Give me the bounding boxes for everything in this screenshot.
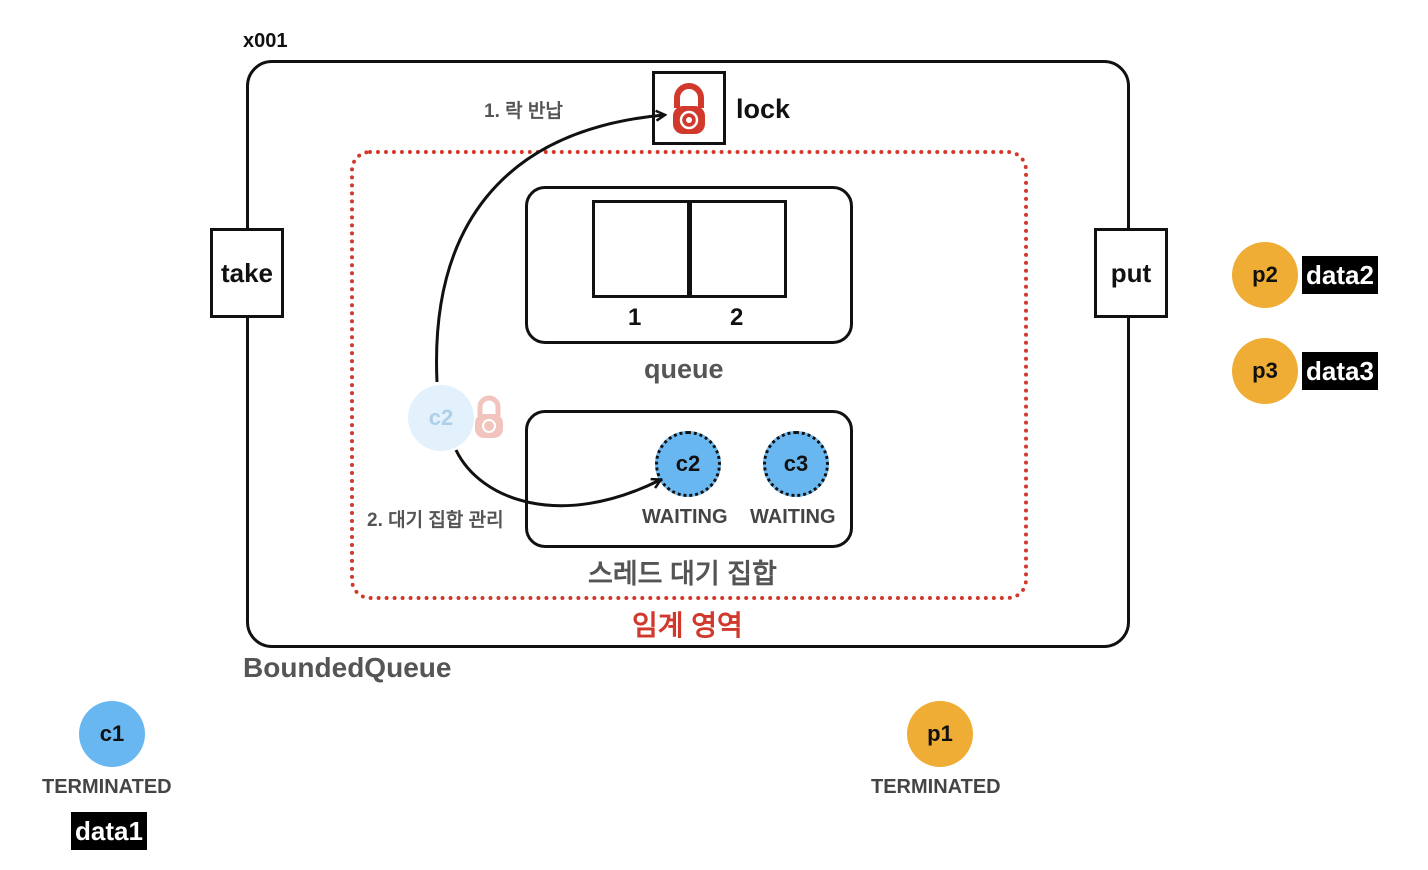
thread-c1: c1 [79,701,145,767]
thread-c2-transition: c2 [408,385,474,451]
critical-section-area [350,150,1028,600]
thread-state-label: TERMINATED [871,776,1001,798]
step-1-label: 1. 락 반납 [484,101,563,122]
put-method: put [1094,228,1168,318]
critical-section-label: 임계 영역 [632,610,743,641]
thread-p1: p1 [907,701,973,767]
thread-c3-waiting: c3 [763,431,829,497]
data-tag: data1 [71,812,147,850]
thread-p2: p2 [1232,242,1298,308]
lock-label: lock [736,94,791,124]
wait-set-label: 스레드 대기 집합 [588,559,777,589]
queue-slot-index: 1 [628,304,642,331]
padlock-faded-icon [475,395,503,438]
thread-state-label: WAITING [642,506,728,528]
reference-label: x001 [243,30,288,52]
queue-label: queue [644,354,724,384]
lock-slot [652,71,726,145]
queue-slot-1 [592,200,690,298]
thread-p3: p3 [1232,338,1298,404]
step-2-label: 2. 대기 집합 관리 [367,510,504,531]
queue-slot-index: 2 [730,304,744,331]
class-label: BoundedQueue [243,652,452,683]
take-method: take [210,228,284,318]
padlock-icon [673,83,705,134]
bounded-queue-instance [246,60,1130,648]
thread-c2-waiting: c2 [655,431,721,497]
data-tag: data3 [1302,352,1378,390]
thread-state-label: WAITING [750,506,836,528]
thread-state-label: TERMINATED [42,776,172,798]
data-tag: data2 [1302,256,1378,294]
queue-slot-2 [689,200,787,298]
